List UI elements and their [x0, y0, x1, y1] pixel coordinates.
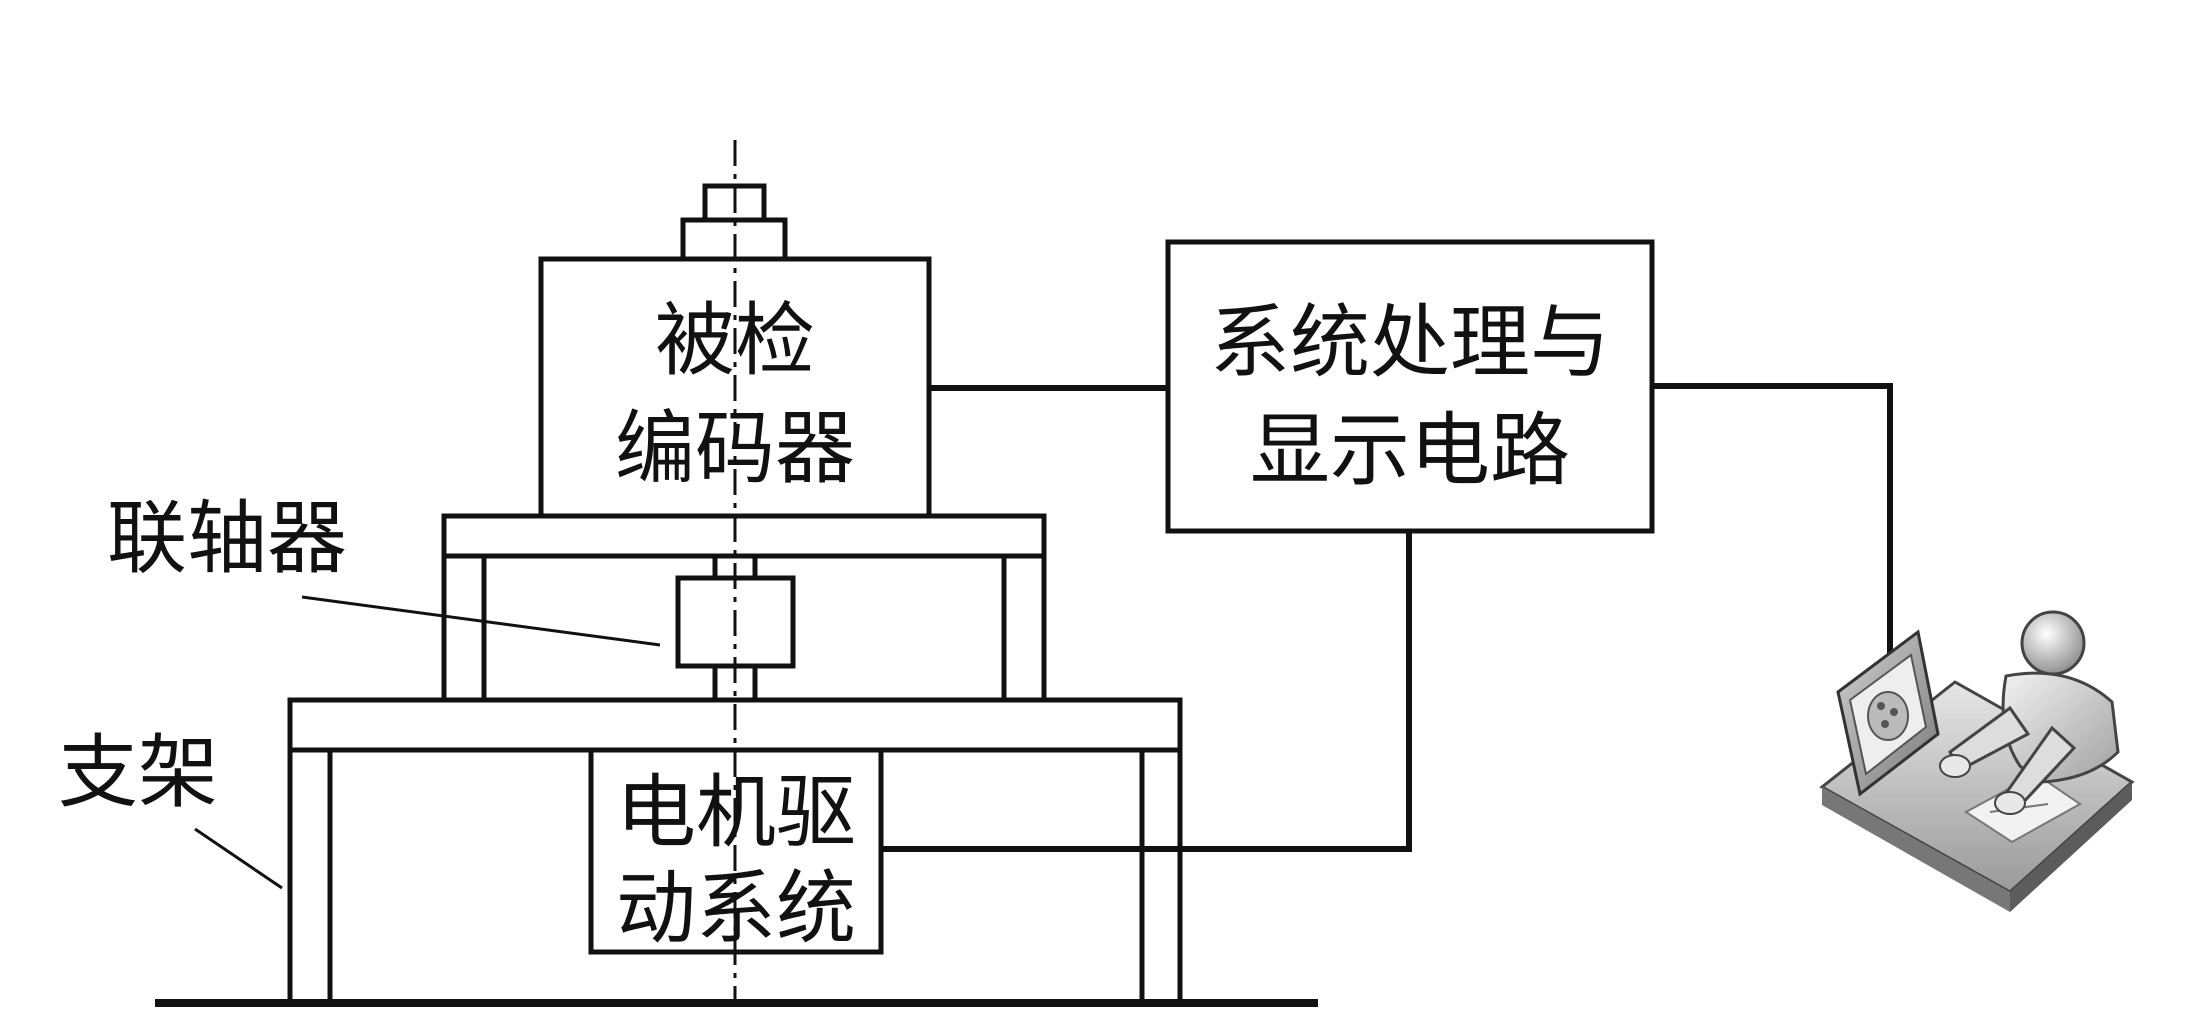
- operator-at-computer-icon: [1819, 610, 2135, 912]
- encoder-label-line1: 被检: [655, 294, 815, 387]
- motor-label-line1: 电机驱: [616, 766, 856, 859]
- wire-processor-to-motor: [881, 531, 1412, 852]
- frame-label: 支架: [58, 726, 218, 819]
- processor-label-line2: 显示电路: [1250, 404, 1570, 497]
- coupling-label: 联轴器: [107, 492, 347, 585]
- wire-processor-to-operator: [1652, 383, 1893, 660]
- frame-leader: [194, 827, 283, 890]
- processor-box: [1165, 239, 1655, 534]
- coupling-leader: [301, 595, 661, 647]
- encoder-label-line2: 编码器: [615, 402, 855, 495]
- connection-wires: [881, 383, 1893, 852]
- processor-label-line1: 系统处理与: [1210, 296, 1610, 389]
- motor-label-line2: 动系统: [616, 862, 856, 955]
